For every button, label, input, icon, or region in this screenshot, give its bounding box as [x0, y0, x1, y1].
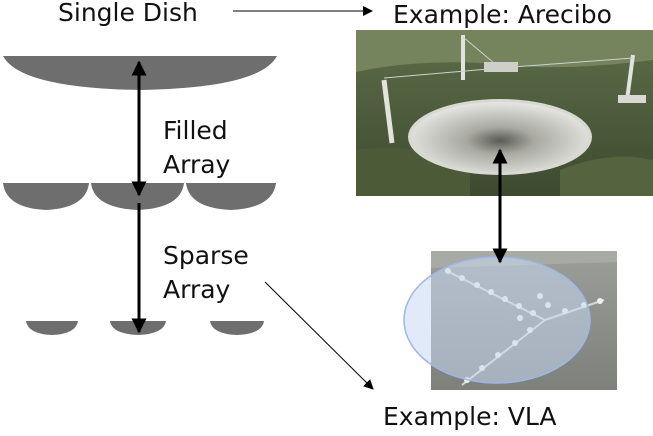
arecibo-photo [356, 30, 653, 196]
sparse-array-dish-1 [26, 321, 78, 335]
filled-array-label-line2: Array [163, 150, 231, 179]
single-dish-label: Single Dish [58, 0, 198, 27]
example-vla-label: Example: VLA [383, 402, 557, 431]
sparse-array-label-line1: Sparse [163, 241, 249, 270]
vla-highlight-ellipse [403, 256, 591, 384]
filled-array-label-line1: Filled [163, 116, 228, 145]
filled-array-dish-1 [3, 183, 89, 210]
filled-array-dish-2 [91, 183, 184, 210]
sparse-array-dish-3 [210, 321, 264, 335]
sparse-array-to-vla-arrow [264, 281, 374, 390]
filled-array-dish-3 [186, 183, 276, 210]
example-arecibo-label: Example: Arecibo [393, 0, 612, 29]
sparse-array-label-line2: Array [163, 275, 231, 304]
